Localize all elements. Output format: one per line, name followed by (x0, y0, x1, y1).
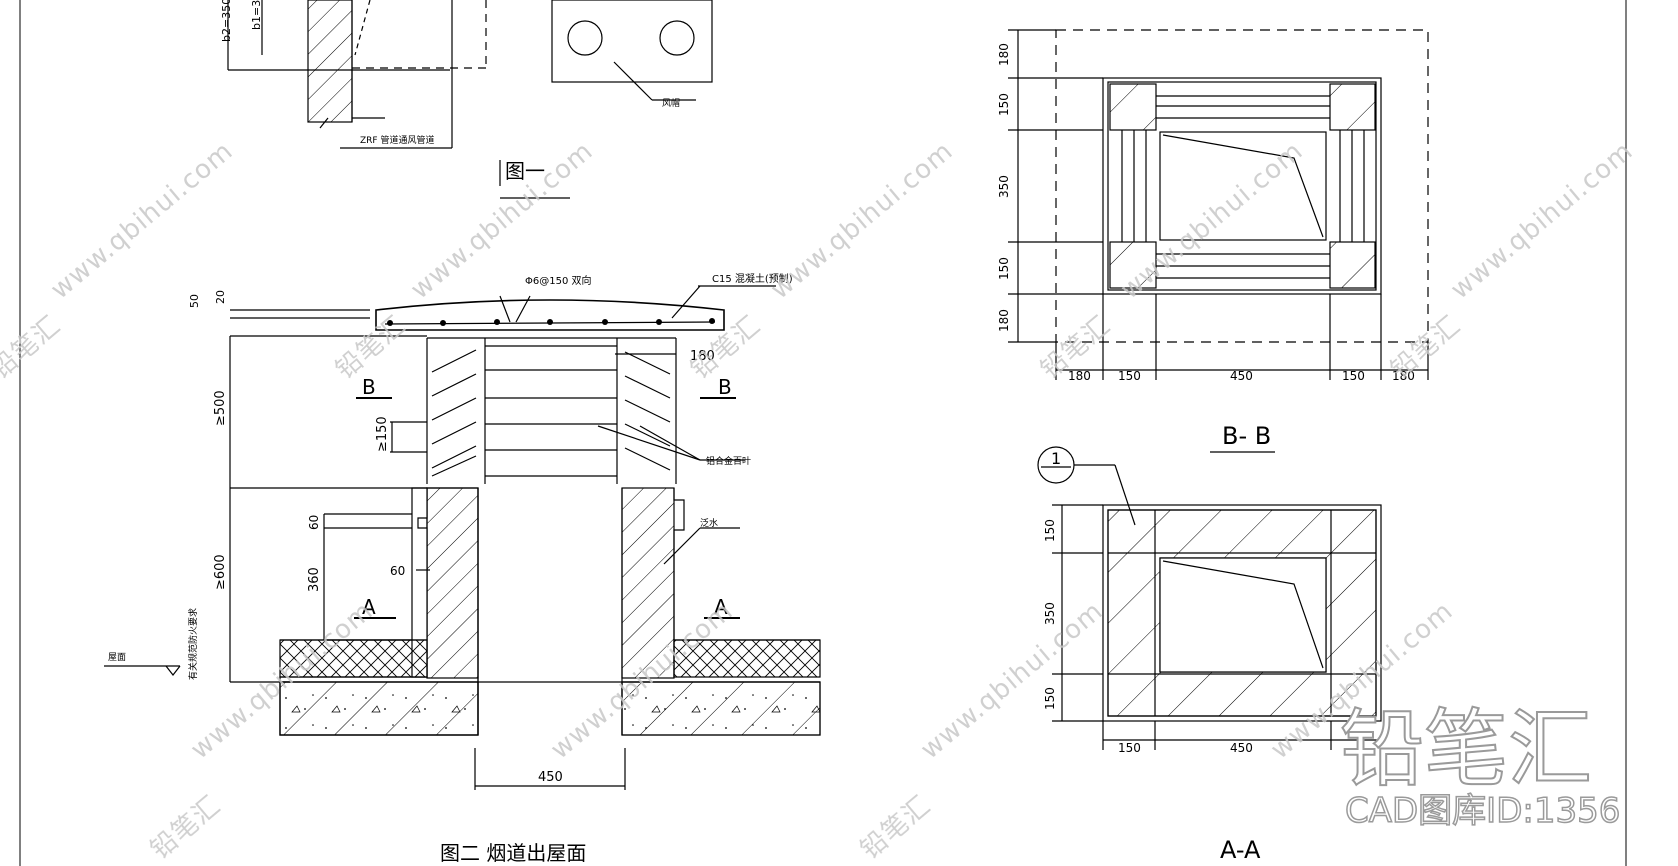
figure-2-labels: Φ6@150 双向 C15 混凝土(预制) 50 20 180 ≥500 ≥15… (108, 272, 793, 865)
figure-2 (104, 285, 821, 790)
aa-callout: 1 (1051, 449, 1061, 468)
dim-180: 180 (690, 349, 715, 364)
brand-logo: 铅笔汇 CAD图库ID:1356 (1339, 699, 1621, 832)
brand-logo-text: 铅笔汇 (1340, 700, 1592, 798)
bb-dim-h-5: 180 (1392, 369, 1415, 383)
section-aa (1037, 446, 1382, 750)
dim-150: ≥150 (375, 416, 390, 452)
watermark: www.qbihui.com (765, 136, 959, 305)
watermark: www.qbihui.com (185, 596, 379, 765)
label-b2: b2=350 (220, 0, 233, 42)
fig2-caption: 图二 烟道出屋面 (440, 841, 586, 865)
bb-dim-h-2: 150 (1118, 369, 1141, 383)
aa-dim-v-2: 350 (1043, 602, 1057, 625)
section-a-right: A (714, 595, 728, 619)
label-concrete: C15 混凝土(预制) (712, 272, 793, 285)
watermark: 铅笔汇 (855, 790, 936, 865)
dim-60-a: 60 (307, 515, 321, 530)
dim-500: ≥500 (213, 390, 228, 426)
bb-caption: B- B (1222, 422, 1271, 450)
label-vertical: 有关规范防火要求 (187, 608, 199, 680)
watermark: 铅笔汇 (1385, 310, 1466, 385)
dim-20: 20 (214, 290, 227, 304)
aa-dim-h-1: 150 (1118, 741, 1141, 755)
label-flashing: 泛水 (700, 517, 718, 529)
dim-450: 450 (538, 770, 563, 785)
label-roof: 屋面 (108, 652, 126, 663)
watermark: www.qbihui.com (1445, 136, 1639, 305)
aa-dim-v-1: 150 (1043, 519, 1057, 542)
dim-600: ≥600 (213, 554, 228, 590)
section-bb-labels: 180 150 350 150 180 180 150 450 150 180 … (997, 43, 1415, 450)
dim-60-b: 60 (390, 564, 405, 578)
figure-1 (227, 0, 713, 199)
dim-360: 360 (307, 567, 322, 592)
bb-dim-v-5: 180 (997, 309, 1011, 332)
aa-caption: A-A (1220, 836, 1261, 864)
bb-dim-v-4: 150 (997, 257, 1011, 280)
section-b-left: B (362, 375, 376, 399)
bb-dim-h-3: 450 (1230, 369, 1253, 383)
bb-dim-v-3: 350 (997, 175, 1011, 198)
watermark: www.qbihui.com (1115, 136, 1309, 305)
aa-dim-v-3: 150 (1043, 687, 1057, 710)
label-rebar: Φ6@150 双向 (525, 274, 592, 287)
label-fitting: 风帽 (662, 97, 680, 109)
brand-id-text: CAD图库ID:1356 (1345, 791, 1620, 831)
label-b1: b1=30 (250, 0, 263, 30)
watermark: 铅笔汇 (0, 310, 67, 385)
section-b-right: B (718, 375, 732, 399)
bb-dim-h-1: 180 (1068, 369, 1091, 383)
bb-dim-v-1: 180 (997, 43, 1011, 66)
dim-50: 50 (188, 294, 201, 308)
section-a-left: A (362, 595, 376, 619)
section-aa-labels: 1 150 350 150 150 450 A-A (1043, 449, 1261, 864)
label-zrf: ZRF 管道通风管道 (360, 134, 434, 146)
bb-dim-h-4: 150 (1342, 369, 1365, 383)
label-louver: 铝合金百叶 (706, 455, 751, 467)
watermark: www.qbihui.com (915, 596, 1109, 765)
watermark: 铅笔汇 (145, 790, 226, 865)
watermark: www.qbihui.com (45, 136, 239, 305)
fig1-caption: 图一 (505, 159, 545, 183)
section-bb (1008, 29, 1429, 453)
aa-dim-h-2: 450 (1230, 741, 1253, 755)
bb-dim-v-2: 150 (997, 93, 1011, 116)
